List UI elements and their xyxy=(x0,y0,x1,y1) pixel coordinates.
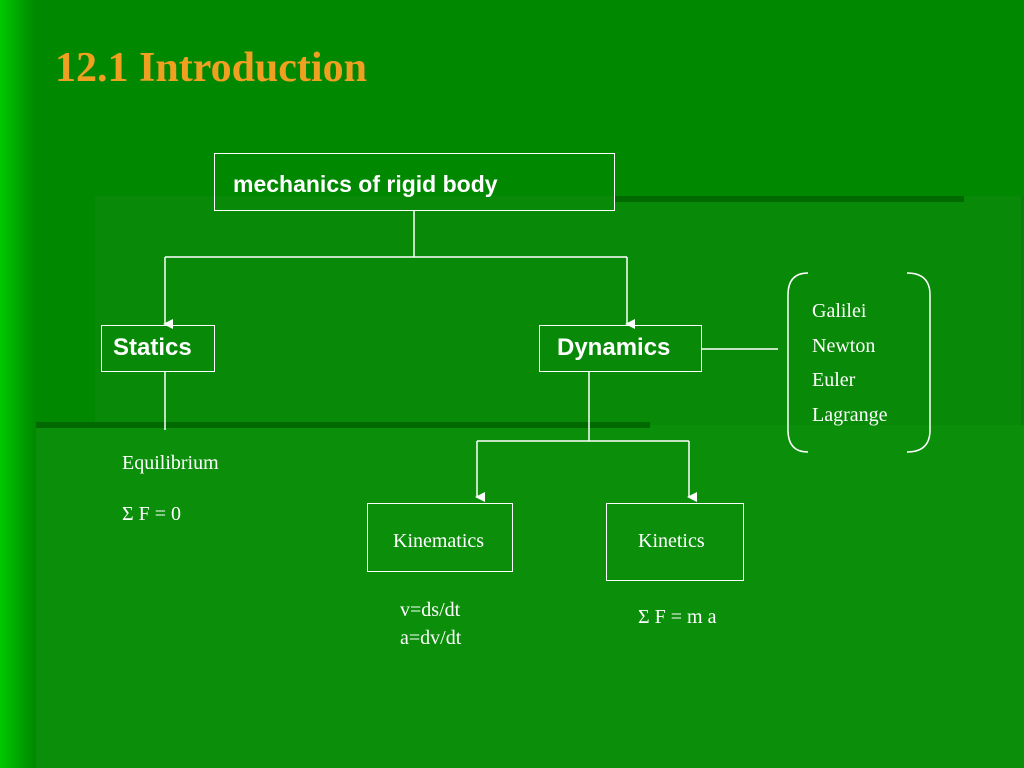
bracket-left xyxy=(787,272,809,453)
kinetics-equation-force: Σ F = m a xyxy=(638,606,717,628)
bracket-right xyxy=(906,272,931,453)
scientist-euler: Euler xyxy=(812,369,856,391)
statics-note-equilibrium: Equilibrium xyxy=(122,452,219,474)
kinetics-node-label: Kinetics xyxy=(638,530,705,552)
scientist-galilei: Galilei xyxy=(812,300,867,322)
scientist-lagrange: Lagrange xyxy=(812,404,888,426)
kinematics-node: Kinematics xyxy=(367,503,513,572)
root-node-label: mechanics of rigid body xyxy=(233,171,498,197)
dynamics-node: Dynamics xyxy=(539,325,702,372)
root-node: mechanics of rigid body xyxy=(214,153,615,211)
background-panel-lower xyxy=(36,425,1024,768)
background-divider-top xyxy=(614,196,964,202)
kinematics-node-label: Kinematics xyxy=(393,530,485,552)
background-gradient-strip xyxy=(0,0,36,768)
statics-node-label: Statics xyxy=(113,334,192,361)
background-divider-mid xyxy=(36,422,650,428)
dynamics-node-label: Dynamics xyxy=(557,334,671,361)
kinetics-node: Kinetics xyxy=(606,503,744,581)
kinematics-equation-velocity: v=ds/dt xyxy=(400,599,461,621)
slide-title: 12.1 Introduction xyxy=(55,45,367,91)
kinematics-equation-acceleration: a=dv/dt xyxy=(400,627,462,649)
scientist-newton: Newton xyxy=(812,335,876,357)
statics-node: Statics xyxy=(101,325,215,372)
statics-note-force-sum: Σ F = 0 xyxy=(122,503,182,525)
